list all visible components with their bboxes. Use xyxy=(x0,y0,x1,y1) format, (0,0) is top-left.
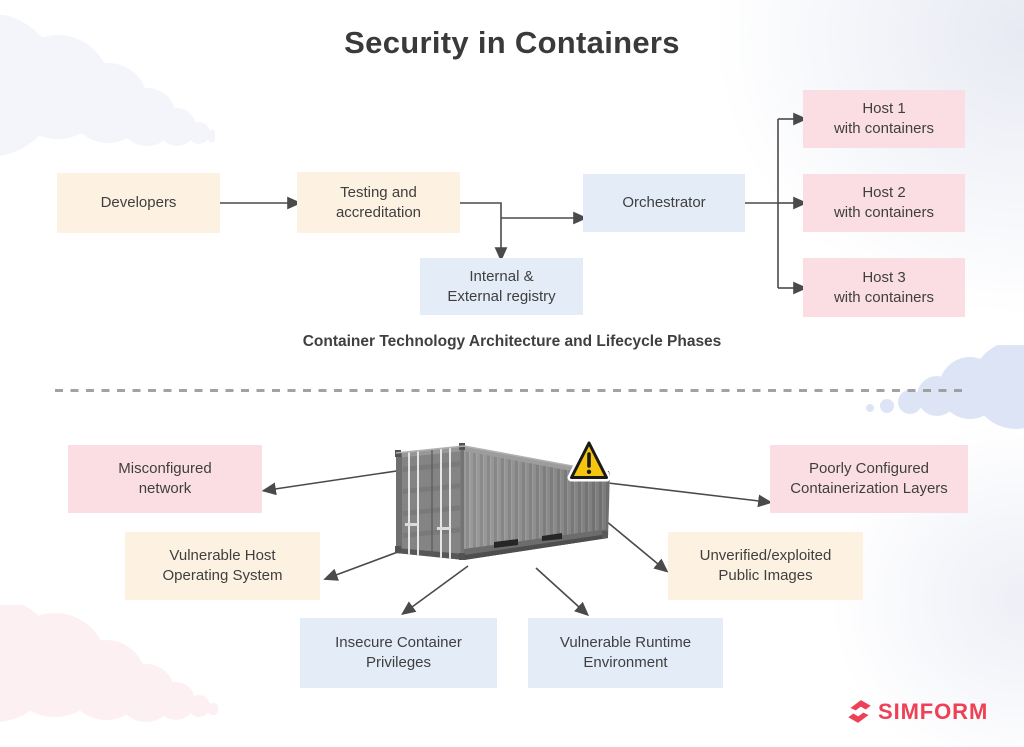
connector-container-unverified-images xyxy=(599,515,669,573)
architecture-caption: Container Technology Architecture and Li… xyxy=(302,333,722,350)
node-host-2-label: Host 2 with containers xyxy=(833,184,935,221)
node-host-1-label: Host 1 with containers xyxy=(833,100,935,137)
connector-container-misconfigured-network xyxy=(261,465,431,496)
simform-logo-icon xyxy=(848,700,871,723)
page-title: Security in Containers xyxy=(344,25,680,60)
threat-insecure-privileges-label: Insecure Container Privileges xyxy=(335,634,462,671)
simform-logo: SIMFORM xyxy=(845,697,988,726)
connector-orchestrator-trunk xyxy=(745,119,779,288)
section-divider xyxy=(55,389,967,392)
node-developers: Developers xyxy=(57,173,220,233)
connector-container-poorly-configured-layers xyxy=(599,481,773,508)
threat-vulnerable-runtime-environment: Vulnerable Runtime Environment xyxy=(528,618,723,688)
node-orchestrator: Orchestrator xyxy=(583,174,745,232)
threat-vulnerable-runtime-label: Vulnerable Runtime Environment xyxy=(559,634,692,671)
threat-vulnerable-host-operating-system: Vulnerable Host Operating System xyxy=(125,532,320,600)
node-host-3: Host 3 with containers xyxy=(803,258,965,317)
warning-icon xyxy=(567,439,611,482)
threat-poorly-configured-containerization-layers: Poorly Configured Containerization Layer… xyxy=(770,445,968,513)
node-host-1: Host 1 with containers xyxy=(803,90,965,148)
simform-logo-text: SIMFORM xyxy=(878,698,989,724)
threat-misconfigured-network-label: Misconfigured network xyxy=(118,460,212,497)
node-host-2: Host 2 with containers xyxy=(803,174,965,232)
threat-unverified-images-label: Unverified/exploited Public Images xyxy=(699,547,832,584)
threat-misconfigured-network: Misconfigured network xyxy=(68,445,262,513)
connector-container-vulnerable-host-os xyxy=(323,539,431,581)
node-internal-external-registry: Internal & External registry xyxy=(420,258,583,315)
shipping-container-illustration xyxy=(395,439,611,560)
node-orchestrator-label: Orchestrator xyxy=(622,194,706,212)
node-developers-label: Developers xyxy=(100,194,177,212)
node-host-3-label: Host 3 with containers xyxy=(833,268,935,306)
connector-container-vulnerable-runtime xyxy=(535,567,590,617)
threat-unverified-exploited-public-images: Unverified/exploited Public Images xyxy=(668,532,863,600)
connector-container-insecure-privileges xyxy=(401,565,469,616)
threat-insecure-container-privileges: Insecure Container Privileges xyxy=(300,618,497,688)
cloud-decoration-bottom-left xyxy=(0,605,218,722)
node-testing-accreditation: Testing and accreditation xyxy=(297,172,460,233)
threat-poorly-configured-layers-label: Poorly Configured Containerization Layer… xyxy=(790,460,948,497)
node-internal-external-registry-label: Internal & External registry xyxy=(447,267,556,305)
connector-testing-registry xyxy=(460,202,508,262)
threat-vulnerable-host-os-label: Vulnerable Host Operating System xyxy=(162,547,283,584)
node-testing-accreditation-label: Testing and accreditation xyxy=(335,183,422,221)
